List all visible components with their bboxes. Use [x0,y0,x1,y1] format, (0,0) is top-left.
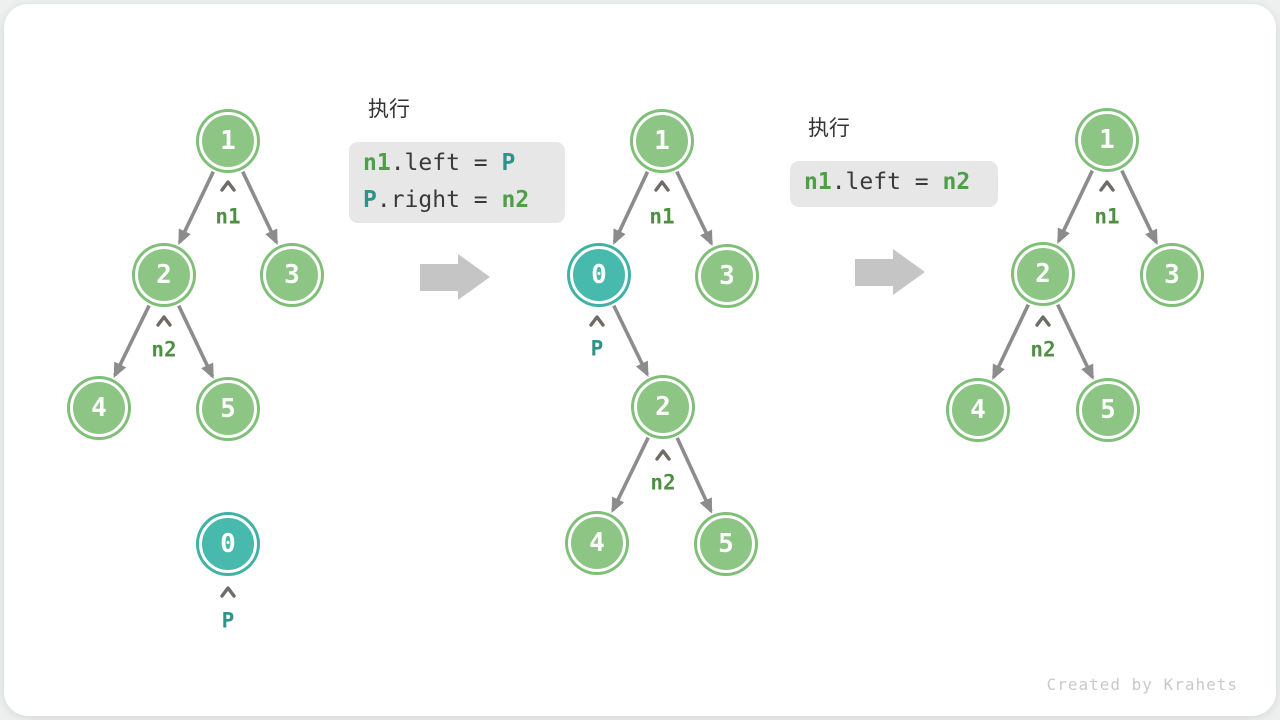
code-token: .left = [390,150,502,176]
code-token: n1 [363,150,391,176]
node-value: 1 [654,126,670,156]
code-token: n2 [501,187,530,213]
node-value: 2 [1035,259,1051,289]
exec-label: 执行 [368,97,410,121]
tree-node: 1 [199,112,257,170]
node-value: 4 [91,393,107,423]
code-line: n1.left = P [363,145,551,182]
node-value: 4 [970,395,986,425]
node-value: 3 [1164,260,1180,290]
node-value: 4 [589,528,605,558]
node-value: 2 [156,260,172,290]
tree-node: 2 [634,378,692,436]
node-value: 0 [591,260,607,290]
tree-node: 2 [1014,245,1072,303]
tree-node-p: 0 [199,515,257,573]
pointer-label-n2: n2 [1030,337,1056,362]
pointer-label-p: P [590,336,604,361]
tree-node: 3 [1143,246,1201,304]
code-token: .right = [376,187,502,213]
tree-node: 4 [568,514,626,572]
node-value: 0 [220,529,236,559]
code-token: .left = [831,169,943,195]
tree-node: 3 [698,247,756,305]
tree-node: 3 [263,246,321,304]
code-token: P [363,187,377,213]
tree-node: 4 [70,379,128,437]
pointer-label-n2: n2 [151,337,177,362]
node-value: 5 [718,529,734,559]
node-value: 5 [1100,395,1116,425]
tree-node: 1 [1078,111,1136,169]
node-value: 5 [220,394,236,424]
tree-node: 5 [697,515,755,573]
node-value: 3 [719,261,735,291]
pointer-label-p: P [221,608,235,633]
code-block: n1.left = n2 [790,161,998,207]
node-value: 1 [220,126,236,156]
pointer-label-n2: n2 [650,470,676,495]
pointer-label-n1: n1 [649,204,675,229]
tree-node: 2 [135,246,193,304]
node-value: 2 [655,392,671,422]
code-line: n1.left = n2 [804,164,984,201]
tree-node: 5 [1079,381,1137,439]
code-token: n2 [942,169,971,195]
tree-node: 1 [633,112,691,170]
watermark: Created by Krahets [1046,675,1238,694]
node-value: 1 [1099,125,1115,155]
pointer-label-n1: n1 [215,204,241,229]
code-token: P [501,150,516,176]
code-line: P.right = n2 [363,182,551,219]
tree-node: 5 [199,380,257,438]
code-block: n1.left = P P.right = n2 [349,142,565,223]
exec-label: 执行 [808,116,850,140]
tree-node: 4 [949,381,1007,439]
tree-node-p: 0 [570,246,628,304]
node-value: 3 [284,260,300,290]
code-token: n1 [804,169,832,195]
pointer-label-n1: n1 [1094,204,1120,229]
